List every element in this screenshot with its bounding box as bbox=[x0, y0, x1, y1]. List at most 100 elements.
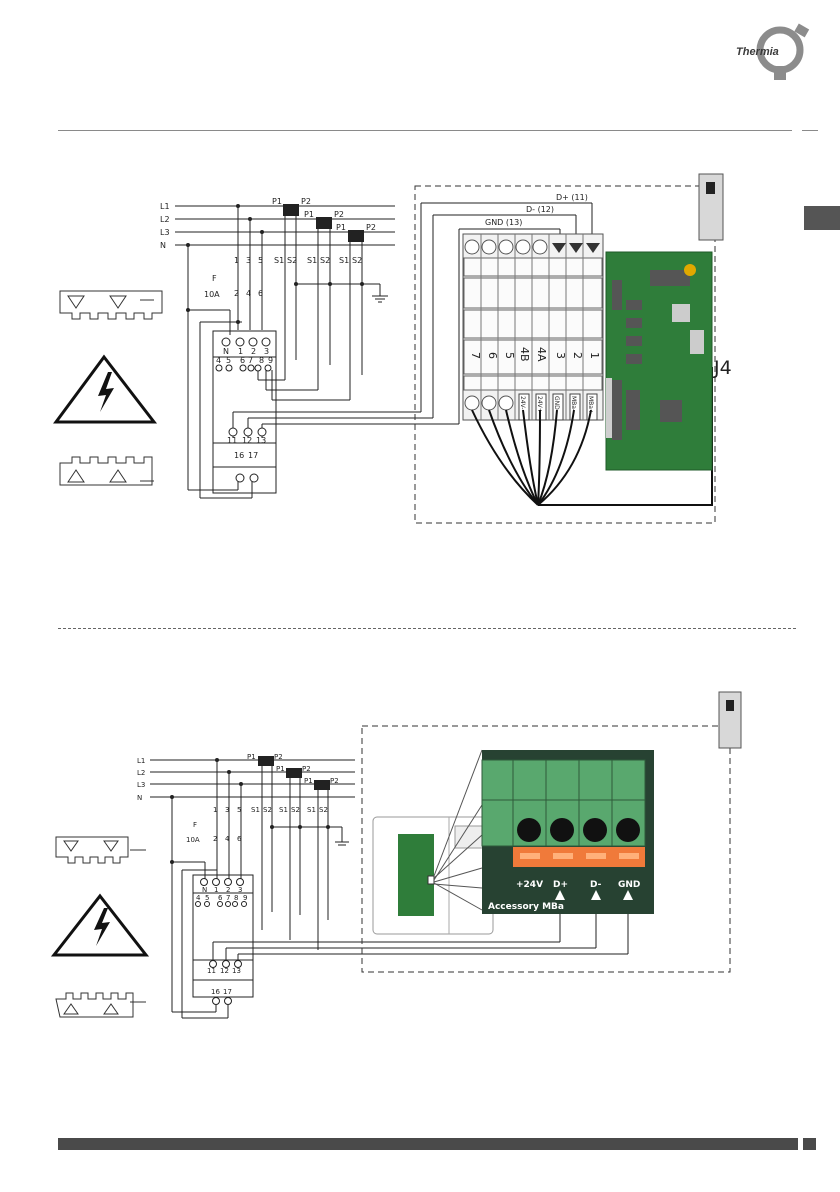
ct3-p2-label: P2 bbox=[366, 223, 376, 232]
terminal-label-gnd: GND bbox=[618, 880, 640, 890]
controller-pcb bbox=[605, 251, 713, 471]
terminal-number-4b: 4B bbox=[518, 347, 531, 362]
terminal-label-dminus: D- bbox=[590, 880, 602, 890]
d2-ct1-s2-label: S2 bbox=[263, 806, 272, 814]
d2-meter-term-9: 9 bbox=[243, 894, 247, 902]
d2-ct3-p2-label: P2 bbox=[330, 777, 339, 785]
meter-term-16: 16 bbox=[234, 451, 244, 460]
wiring-diagram-1: L1 L2 L3 N P1 P2 P1 P2 P1 P2 S1 S2 S1 S2… bbox=[53, 173, 732, 524]
d2-meter-term-1: 1 bbox=[214, 886, 218, 894]
terminal-number-2: 2 bbox=[571, 352, 584, 359]
arrow-dminus-icon bbox=[591, 890, 601, 900]
d2-breaker-label: F bbox=[193, 821, 197, 829]
d2-ct1-p2-label: P2 bbox=[274, 753, 283, 761]
footer-page-marker bbox=[803, 1138, 816, 1150]
terminal-number-6: 6 bbox=[486, 352, 499, 359]
d2-high-voltage-warning-icon bbox=[50, 893, 150, 957]
ct-wiring-symbol-icon bbox=[59, 290, 163, 320]
terminal-strip: 7 6 5 4B 4A 3 2 1 24V- 24V+ GND MBa- MBa… bbox=[462, 233, 604, 421]
d2-meter-term-n: N bbox=[202, 886, 207, 894]
d2-breaker-bot-2: 2 bbox=[213, 835, 217, 843]
thermia-logo-text: Thermia bbox=[736, 46, 779, 58]
breaker-bot-term-6: 6 bbox=[258, 289, 263, 298]
breaker-top-term-3: 3 bbox=[246, 256, 251, 265]
breaker-label: F bbox=[212, 274, 217, 283]
d2-breaker-bot-6: 6 bbox=[237, 835, 242, 843]
d2-meter-term-6: 6 bbox=[218, 894, 223, 902]
meter-term-5: 5 bbox=[226, 356, 231, 365]
wiring-diagram-2: L1 L2 L3 N P1 P2 P1 P2 P1 P2 S1 S2 S1 S2… bbox=[50, 691, 742, 1019]
d2-ct2-p2-label: P2 bbox=[302, 765, 311, 773]
d2-ct2-p1-label: P1 bbox=[276, 765, 285, 773]
d2-breaker-rating: 10A bbox=[186, 836, 200, 844]
ct1-p1-label: P1 bbox=[272, 197, 282, 206]
ct1-p2-label: P2 bbox=[301, 197, 311, 206]
breaker-top-term-5: 5 bbox=[258, 256, 263, 265]
meter-term-1: 1 bbox=[238, 347, 243, 356]
bus-label-dplus: D+ (11) bbox=[556, 193, 588, 202]
thermia-logo: Thermia bbox=[726, 20, 826, 90]
meter-term-13: 13 bbox=[256, 436, 266, 445]
d2-ct3-p1-label: P1 bbox=[304, 777, 313, 785]
top-divider-tail bbox=[802, 130, 818, 131]
d2-meter-term-2: 2 bbox=[226, 886, 230, 894]
meter-term-17: 17 bbox=[248, 451, 258, 460]
meter-term-11: 11 bbox=[227, 436, 237, 445]
d2-meter-term-17: 17 bbox=[223, 988, 232, 996]
terminal-signal-24v-plus: 24V+ bbox=[536, 396, 543, 413]
d2-meter-term-5: 5 bbox=[205, 894, 209, 902]
meter-term-4: 4 bbox=[216, 356, 221, 365]
breaker-bot-term-2: 2 bbox=[234, 289, 239, 298]
breaker-top-term-1: 1 bbox=[234, 256, 239, 265]
d2-meter-term-16: 16 bbox=[211, 988, 220, 996]
d2-ct3-s1-label: S1 bbox=[307, 806, 316, 814]
line-label-l2: L2 bbox=[160, 215, 170, 224]
terminal-number-7: 7 bbox=[469, 352, 482, 359]
breaker-bot-term-4: 4 bbox=[246, 289, 251, 298]
d2-meter-term-4: 4 bbox=[196, 894, 201, 902]
d2-ct3-s2-label: S2 bbox=[319, 806, 328, 814]
d2-meter-term-11: 11 bbox=[207, 967, 216, 975]
connector-label-j4: J4 bbox=[713, 357, 732, 379]
terminal-wiring-symbol-icon bbox=[59, 456, 154, 486]
controller-interior bbox=[372, 749, 494, 935]
d2-meter-term-7: 7 bbox=[226, 894, 230, 902]
d2-line-label-l1: L1 bbox=[137, 757, 145, 765]
terminal-number-4a: 4A bbox=[535, 347, 548, 362]
meter-term-9: 9 bbox=[268, 356, 273, 365]
terminal-label-dplus: D+ bbox=[553, 880, 568, 890]
terminal-label-24v: +24V bbox=[516, 880, 543, 890]
ct3-s2-label: S2 bbox=[352, 256, 362, 265]
meter-term-6: 6 bbox=[240, 356, 245, 365]
d2-breaker-top-3: 3 bbox=[225, 806, 229, 814]
line-label-n: N bbox=[160, 241, 166, 250]
d2-breaker-top-1: 1 bbox=[213, 806, 217, 814]
meter-term-12: 12 bbox=[242, 436, 252, 445]
d2-breaker-top-5: 5 bbox=[237, 806, 241, 814]
accessory-terminal-block: +24V D+ D- GND Accessory MBa bbox=[481, 750, 654, 914]
ct2-s1-label: S1 bbox=[307, 256, 317, 265]
ct3-s1-label: S1 bbox=[339, 256, 349, 265]
terminal-block-caption: Accessory MBa bbox=[488, 902, 564, 912]
meter-term-3: 3 bbox=[264, 347, 269, 356]
terminal-signal-mba-minus: MBa- bbox=[570, 396, 577, 411]
d2-meter-term-8: 8 bbox=[234, 894, 238, 902]
terminal-number-1: 1 bbox=[588, 352, 601, 359]
terminal-number-5: 5 bbox=[503, 352, 516, 359]
line-label-l1: L1 bbox=[160, 202, 170, 211]
meter-term-2: 2 bbox=[251, 347, 256, 356]
d2-meter-term-12: 12 bbox=[220, 967, 229, 975]
line-label-l3: L3 bbox=[160, 228, 170, 237]
terminal-signal-mba-plus: MBa+ bbox=[587, 396, 594, 414]
terminal-signal-gnd: GND bbox=[553, 396, 560, 410]
ct1-s1-label: S1 bbox=[274, 256, 284, 265]
arrow-gnd-icon bbox=[623, 890, 633, 900]
d2-ct1-s1-label: S1 bbox=[251, 806, 260, 814]
terminal-signal-24v-minus: 24V- bbox=[519, 396, 526, 410]
meter-term-7: 7 bbox=[248, 356, 253, 365]
d2-heat-pump-unit-icon bbox=[718, 691, 742, 749]
ct2-s2-label: S2 bbox=[320, 256, 330, 265]
ct3-p1-label: P1 bbox=[336, 223, 346, 232]
d2-ct2-s2-label: S2 bbox=[291, 806, 300, 814]
d2-ct1-p1-label: P1 bbox=[247, 753, 256, 761]
